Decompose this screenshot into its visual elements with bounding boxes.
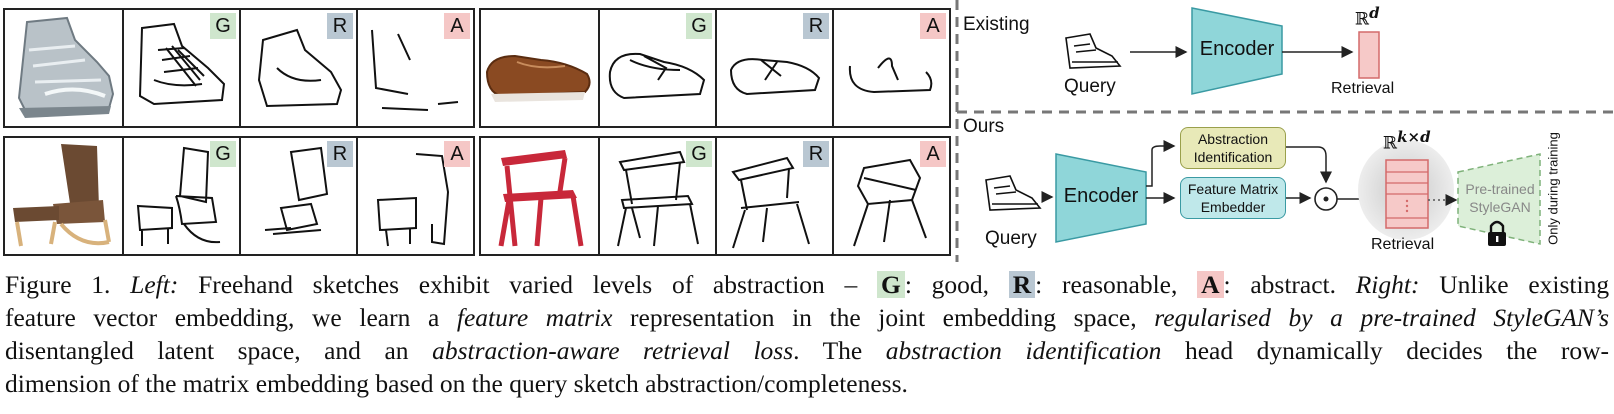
figure-caption: Figure 1. Left: Freehand sketches exhibi… — [5, 268, 1609, 400]
ours-query-shoe-icon — [985, 175, 1042, 211]
caption-line-3: disentangled latent space, and an abstra… — [5, 334, 1609, 367]
sketch-red-chair-good: G — [598, 138, 715, 254]
sketch-loafer-abstract: A — [832, 10, 949, 126]
badge-good: G — [210, 141, 236, 167]
caption-emphasis: regularised by a pre-trained StyleGAN’s — [1154, 303, 1610, 332]
existing-query-shoe-icon — [1065, 33, 1122, 69]
space-label-ours: ℝk×d — [1383, 128, 1431, 154]
existing-label: Existing — [963, 14, 1030, 35]
retrieval-vector-existing — [1358, 31, 1380, 79]
space-symbol: ℝ — [1355, 9, 1370, 30]
badge-reasonable: R — [803, 141, 829, 167]
sketch-grid-boot: G R A — [3, 8, 475, 128]
query-label-existing: Query — [1064, 76, 1116, 97]
sketch-loafer-good: G — [598, 10, 715, 126]
caption-text: head dynamically decides the row- — [1184, 336, 1610, 365]
badge-good: G — [686, 141, 712, 167]
query-label-ours: Query — [985, 228, 1037, 249]
encoder-block-ours — [1055, 153, 1147, 243]
badge-reasonable: R — [803, 13, 829, 39]
badge-abstract: A — [444, 13, 470, 39]
badge-reasonable: R — [327, 13, 353, 39]
arrow-abstraction-to-odot — [1286, 146, 1332, 184]
caption-text: : good, — [904, 270, 990, 299]
caption-emphasis: abstraction-aware retrieval loss — [432, 336, 794, 365]
caption-emphasis: feature matrix — [456, 303, 613, 332]
space-symbol: ℝ — [1383, 133, 1398, 154]
caption-text: dimension of the matrix embedding based … — [5, 369, 908, 398]
sketch-lounge-chair-abstract: A — [356, 138, 473, 254]
sketch-lounge-chair-reasonable: R — [239, 138, 356, 254]
badge-good: G — [210, 13, 236, 39]
caption-emphasis: abstraction identification — [885, 336, 1162, 365]
lock-icon — [1488, 220, 1506, 246]
badge-good: G — [686, 13, 712, 39]
method-diagram — [955, 0, 1614, 262]
retrieval-label-ours: Retrieval — [1371, 236, 1435, 253]
space-label-existing: ℝd — [1355, 4, 1380, 30]
abstraction-line-1: Abstraction — [1197, 131, 1269, 147]
space-exponent: d — [1369, 4, 1380, 22]
photo-boot — [5, 10, 122, 126]
stylegan-label: Pre-trained StyleGAN — [1458, 180, 1542, 216]
caption-text: : reasonable, — [1035, 270, 1178, 299]
figure-1: G R A G R A — [3, 0, 1614, 262]
sketch-red-chair-abstract: A — [832, 138, 949, 254]
retrieval-matrix-ours — [1385, 159, 1429, 229]
caption-line-1: Figure 1. Left: Freehand sketches exhibi… — [5, 268, 1609, 301]
badge-reasonable: R — [327, 141, 353, 167]
encoder-label-existing: Encoder — [1199, 38, 1275, 60]
caption-left-label: Left: — [130, 270, 179, 299]
photo-lounge-chair — [5, 138, 122, 254]
sketch-boot-good: G — [122, 10, 239, 126]
badge-abstract: A — [920, 13, 946, 39]
caption-text: disentangled latent space, and an — [5, 336, 409, 365]
feature-line-1: Feature Matrix — [1187, 181, 1279, 197]
sketch-boot-abstract: A — [356, 10, 473, 126]
badge-abstract: A — [444, 141, 470, 167]
caption-text: representation in the joint embedding sp… — [630, 303, 1137, 332]
caption-text: Freehand sketches exhibit varied levels … — [198, 270, 858, 299]
stylegan-line-1: Pre-trained — [1465, 181, 1535, 197]
feature-matrix-embedder-block: Feature Matrix Embedder — [1180, 177, 1286, 219]
photo-loafer — [481, 10, 598, 126]
space-exponent: k×d — [1397, 128, 1431, 146]
stylegan-line-2: StyleGAN — [1469, 199, 1531, 215]
sketch-grid-lounge-chair: G R A — [3, 136, 475, 256]
photo-red-chair — [481, 138, 598, 254]
sketch-lounge-chair-good: G — [122, 138, 239, 254]
sketch-grid-loafer: G R A — [479, 8, 951, 128]
sketch-boot-reasonable: R — [239, 10, 356, 126]
only-during-training-label: Only during training — [1545, 132, 1561, 245]
arrow-encoder-to-abstraction — [1146, 140, 1176, 187]
retrieval-label-existing: Retrieval — [1331, 80, 1395, 97]
sketch-grid-red-chair: G R A — [479, 136, 951, 256]
badge-abstract: A — [920, 141, 946, 167]
sketch-red-chair-reasonable: R — [715, 138, 832, 254]
abstraction-line-2: Identification — [1193, 149, 1273, 165]
caption-line-4: dimension of the matrix embedding based … — [5, 367, 1609, 400]
encoder-block-existing — [1191, 7, 1283, 95]
caption-line-2: feature vector embedding, we learn a fea… — [5, 301, 1609, 334]
caption-right-label: Right: — [1355, 270, 1420, 299]
encoder-label-ours: Encoder — [1063, 185, 1139, 207]
ours-label: Ours — [963, 116, 1005, 137]
caption-key-abstract: A — [1197, 271, 1224, 298]
caption-text: Unlike existing — [1439, 270, 1610, 299]
feature-line-2: Embedder — [1200, 199, 1266, 215]
abstraction-identification-block: Abstraction Identification — [1180, 127, 1286, 169]
caption-figure-number: Figure 1. — [5, 270, 111, 299]
caption-text: . The — [793, 336, 863, 365]
sketch-loafer-reasonable: R — [715, 10, 832, 126]
stylegan-block — [1457, 153, 1541, 245]
caption-key-good: G — [876, 271, 905, 298]
caption-text: feature vector embedding, we learn a — [5, 303, 440, 332]
caption-key-reasonable: R — [1008, 271, 1036, 298]
caption-text: : abstract. — [1223, 270, 1336, 299]
